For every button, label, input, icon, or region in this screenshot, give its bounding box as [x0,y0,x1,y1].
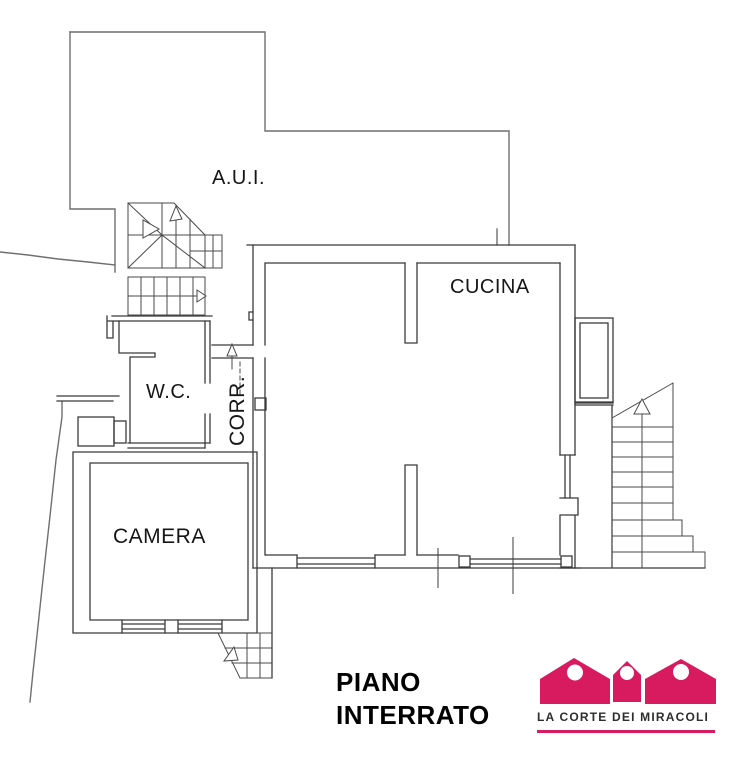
room-label-cucina: CUCINA [450,276,530,298]
agency-name: LA CORTE DEI MIRACOLI [537,710,710,724]
lower-steps-arrow-icon [222,645,239,662]
stair-small-arrow-icon [169,204,183,222]
external-stair-arrow-icon [633,397,651,415]
corridor-arrow-icon [226,342,238,357]
stair-direction-arrow-icon [142,219,161,239]
room-label-corr: CORR. [226,376,249,446]
section-ticks [437,537,514,594]
flight-arrow-icon [196,289,207,303]
room-label-wc: W.C. [146,381,191,403]
plan-title: PIANO INTERRATO [336,666,490,732]
agency-logo: LA CORTE DEI MIRACOLI [537,655,718,733]
room-label-camera: CAMERA [113,525,206,548]
outer-boundary-lines [0,31,510,703]
wall-lines [56,244,706,679]
plan-title-line1: PIANO [336,667,421,697]
three-houses-icon [540,658,716,704]
stair-lines [127,202,706,679]
logo-underline [537,730,715,733]
plan-title-line2: INTERRATO [336,700,490,730]
room-label-aui: A.U.I. [212,167,265,189]
